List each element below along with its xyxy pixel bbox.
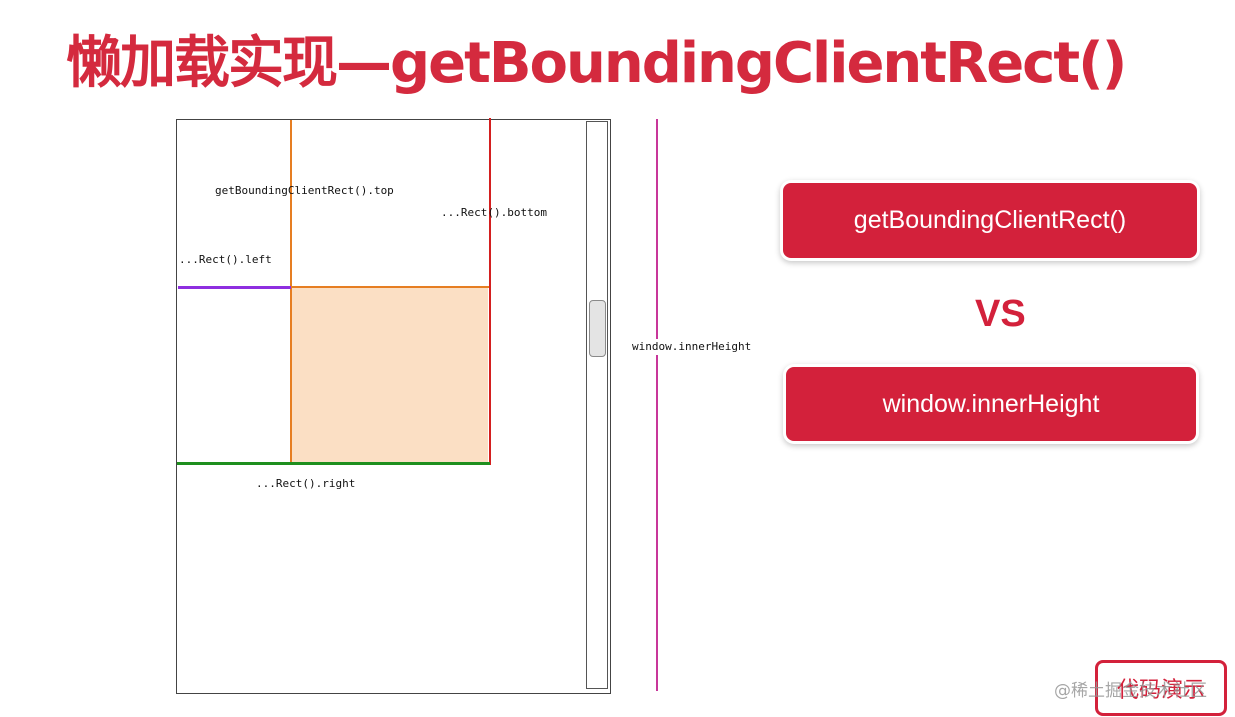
- scrollbar-track[interactable]: [586, 121, 608, 689]
- element-top-edge: [291, 286, 489, 288]
- top-measure-line: [290, 120, 292, 463]
- pill-get-bounding-client-rect: getBoundingClientRect(): [783, 183, 1197, 258]
- inner-height-line: [656, 119, 658, 691]
- code-demo-button[interactable]: 代码演示: [1095, 660, 1227, 716]
- label-rect-bottom: ...Rect().bottom: [441, 206, 547, 219]
- watermark: @稀土掘金技术社区: [1054, 681, 1207, 701]
- pill-window-inner-height: window.innerHeight: [786, 367, 1196, 441]
- bottom-measure-line: [489, 118, 491, 465]
- left-measure-line: [178, 286, 291, 289]
- label-rect-top: getBoundingClientRect().top: [215, 184, 394, 197]
- scrollbar-thumb[interactable]: [589, 300, 606, 357]
- target-element-box: [291, 287, 488, 463]
- slide-title: 懒加载实现—getBoundingClientRect(): [66, 31, 1127, 96]
- label-inner-height: window.innerHeight: [632, 339, 752, 355]
- label-rect-left: ...Rect().left: [179, 253, 272, 266]
- versus-label: VS: [975, 293, 1026, 335]
- right-measure-line: [177, 462, 490, 465]
- label-rect-right: ...Rect().right: [256, 477, 356, 490]
